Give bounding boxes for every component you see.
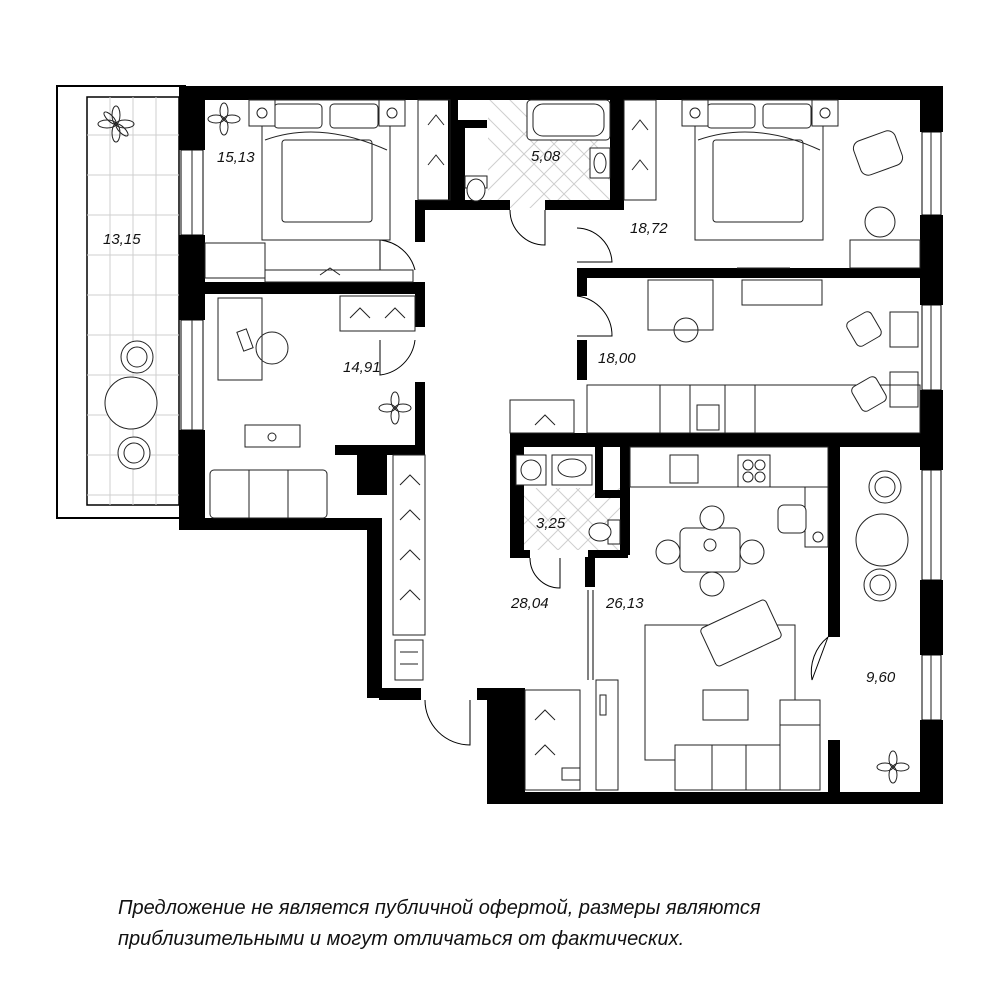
balcony <box>56 85 186 519</box>
washing-machine-icon <box>515 454 547 486</box>
plant-icon <box>378 391 412 425</box>
sofa-icon <box>209 469 328 519</box>
bed-icon <box>681 99 839 241</box>
hall-wardrobe-icon <box>392 454 426 681</box>
bed-3-icon <box>586 384 921 434</box>
desk-2-icon <box>217 297 289 381</box>
loggia-table-icon <box>855 470 909 602</box>
sink-icon <box>551 454 593 486</box>
corner-sofa-icon <box>674 699 821 791</box>
plant-icon <box>97 105 135 143</box>
windows <box>180 131 942 721</box>
balcony-table-icon <box>104 340 158 470</box>
plant-icon <box>876 750 910 784</box>
bathroom-2-tiles <box>516 488 621 550</box>
desk-1-icon <box>204 242 414 283</box>
plant-icon <box>207 102 241 136</box>
wardrobe-2-icon <box>623 99 657 201</box>
coffee-table-icon <box>244 424 301 448</box>
room-area-bathroom-2: 3,25 <box>536 515 566 532</box>
hall-shelf-icon <box>509 399 581 791</box>
toilet-icon <box>464 175 488 202</box>
dresser-icon <box>647 279 823 343</box>
room-area-loggia: 9,60 <box>866 669 896 686</box>
room-area-living-kitchen: 26,13 <box>605 595 644 612</box>
bed-icon <box>248 99 406 241</box>
room-area-bedroom-3: 18,00 <box>598 350 636 367</box>
disclaimer-text: Предложение не является публичной оферто… <box>118 893 918 955</box>
sink-icon <box>589 147 611 179</box>
armchair-icon <box>849 130 921 269</box>
room-area-bedroom-1: 15,13 <box>217 149 255 166</box>
bathtub-icon <box>526 99 611 141</box>
floor-plan: 13,15 15,13 5,08 18,72 14,91 18,00 3,25 … <box>56 85 943 804</box>
disclaimer-line-2: приблизительными и могут отличаться от ф… <box>118 928 685 950</box>
room-area-hallway: 28,04 <box>510 595 549 612</box>
wardrobe-3-icon <box>339 295 416 332</box>
room-area-study: 14,91 <box>343 359 381 376</box>
kitchen-counter-icon <box>629 446 829 548</box>
disclaimer-line-1: Предложение не является публичной оферто… <box>118 897 761 919</box>
dining-table-icon <box>655 504 807 597</box>
office-chair-icon <box>846 311 919 412</box>
armchair-icon <box>700 599 782 667</box>
room-area-balcony: 13,15 <box>103 231 141 248</box>
room-area-bedroom-2: 18,72 <box>630 220 668 237</box>
toilet-icon <box>588 519 621 545</box>
room-area-bathroom-1: 5,08 <box>531 148 561 165</box>
wardrobe-1-icon <box>417 99 451 201</box>
tv-stand-icon <box>595 679 619 791</box>
